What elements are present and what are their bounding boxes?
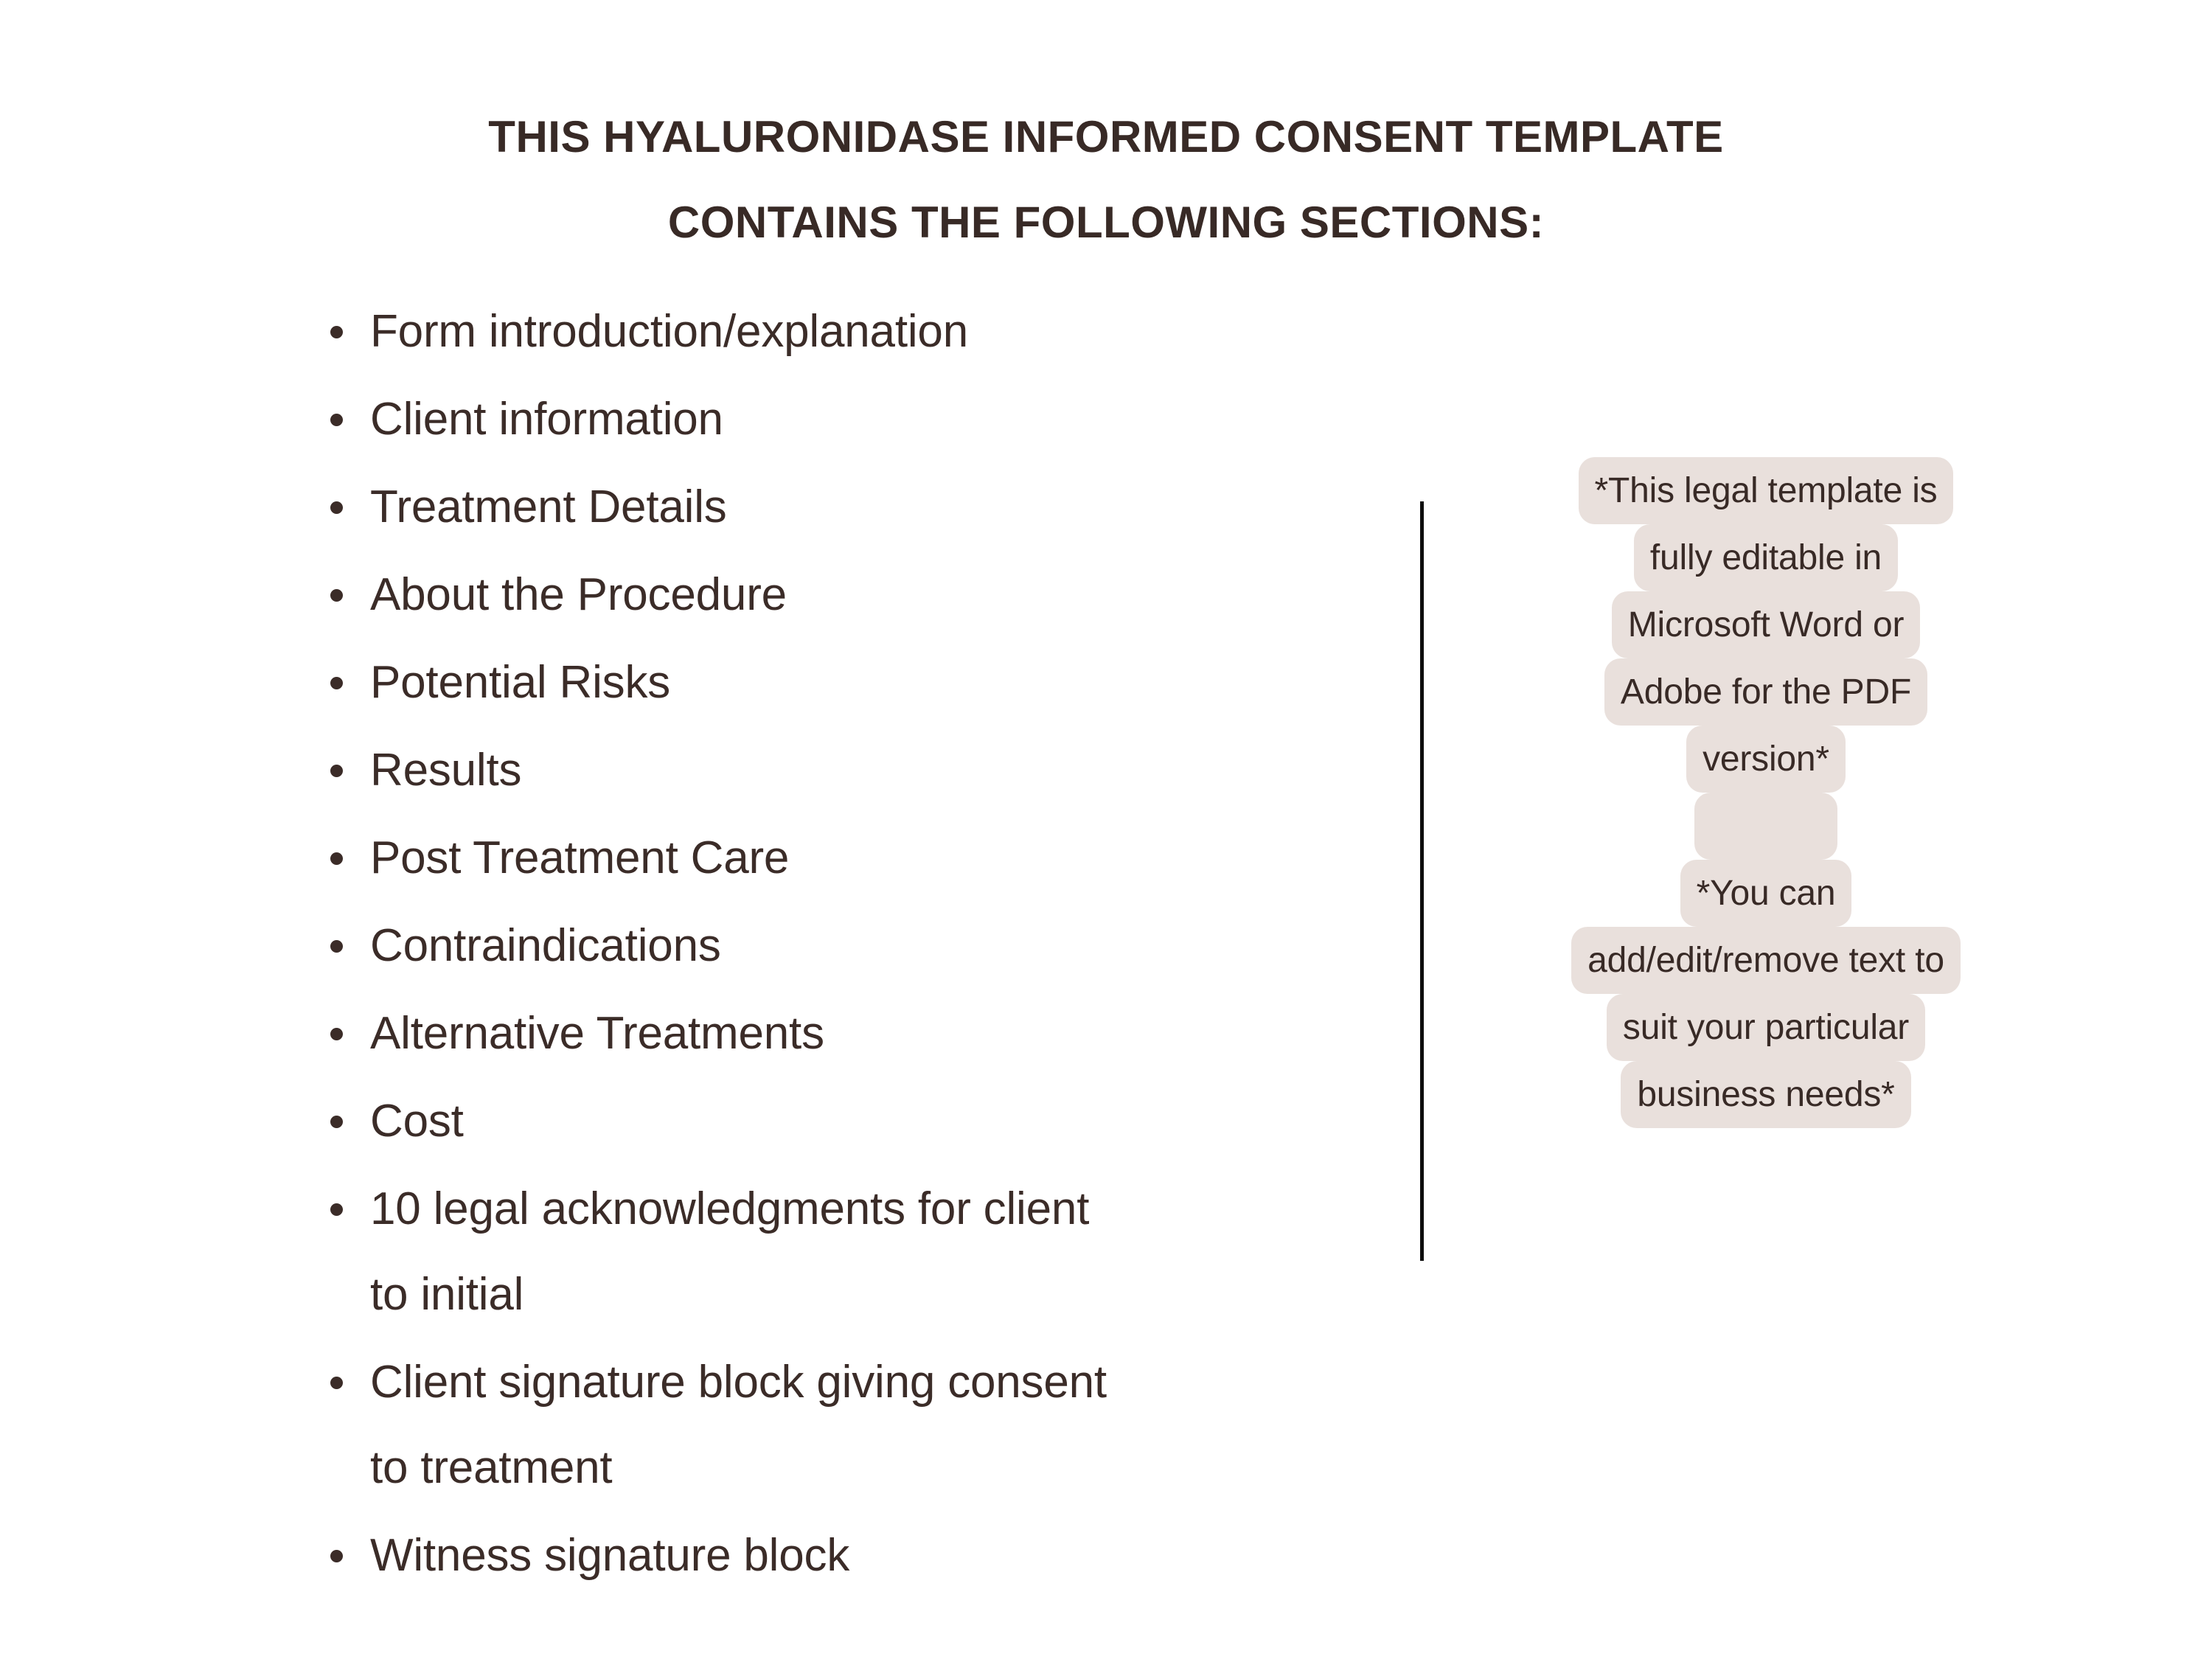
note-line: *You can bbox=[1467, 860, 2065, 927]
list-item-label: Contraindications bbox=[370, 920, 721, 971]
note-line-spacer-fill bbox=[1694, 793, 1837, 860]
bullet-icon bbox=[330, 1028, 343, 1040]
note-line-text: add/edit/remove text to bbox=[1571, 927, 1961, 994]
list-item: Form introduction/explanation bbox=[324, 289, 1371, 375]
list-item: Cost bbox=[324, 1079, 1371, 1164]
note-line: Adobe for the PDF bbox=[1467, 658, 2065, 726]
list-item-label: Treatment Details bbox=[370, 481, 727, 532]
note-line: version* bbox=[1467, 726, 2065, 793]
note-line-text: *You can bbox=[1680, 860, 1852, 927]
list-item: Witness signature block bbox=[324, 1513, 1371, 1599]
page-title-line-2: CONTAINS THE FOLLOWING SECTIONS: bbox=[667, 198, 1545, 247]
list-item-label-continued: to treatment bbox=[370, 1442, 613, 1493]
note-line: Microsoft Word or bbox=[1467, 591, 2065, 658]
list-item-label: Alternative Treatments bbox=[370, 1008, 824, 1059]
list-item: Client information bbox=[324, 377, 1371, 462]
list-item-label: Client signature block giving consent bbox=[370, 1357, 1107, 1408]
bullet-icon bbox=[330, 501, 343, 514]
bullet-icon bbox=[330, 1550, 343, 1562]
note-line-text: fully editable in bbox=[1633, 524, 1899, 591]
list-item: Post Treatment Care bbox=[324, 815, 1371, 901]
note-line: suit your particular bbox=[1467, 994, 2065, 1061]
bullet-icon bbox=[330, 1377, 343, 1389]
list-item-label: Witness signature block bbox=[370, 1530, 850, 1581]
list-item-label: About the Procedure bbox=[370, 569, 787, 620]
list-item-label: 10 legal acknowledgments for client bbox=[370, 1183, 1090, 1234]
bullet-icon bbox=[330, 326, 343, 338]
vertical-divider bbox=[1420, 501, 1424, 1261]
list-item-label: Form introduction/explanation bbox=[370, 306, 968, 357]
bullet-icon bbox=[330, 1203, 343, 1216]
bullet-icon bbox=[330, 589, 343, 602]
list-item-label: Client information bbox=[370, 394, 723, 445]
list-item: Client signature block giving consent to… bbox=[324, 1340, 1371, 1511]
bullet-icon bbox=[330, 852, 343, 865]
template-sections-list: Form introduction/explanation Client inf… bbox=[324, 289, 1371, 1601]
note-line-text: Microsoft Word or bbox=[1611, 591, 1921, 658]
page-title-line-1: THIS HYALURONIDASE INFORMED CONSENT TEMP… bbox=[488, 112, 1724, 161]
bullet-icon bbox=[330, 677, 343, 689]
list-item: 10 legal acknowledgments for client to i… bbox=[324, 1166, 1371, 1338]
list-item: Alternative Treatments bbox=[324, 991, 1371, 1077]
list-item-label: Post Treatment Care bbox=[370, 832, 790, 883]
list-item: Contraindications bbox=[324, 903, 1371, 989]
note-line: fully editable in bbox=[1467, 524, 2065, 591]
note-line-spacer bbox=[1467, 793, 2065, 860]
note-line: add/edit/remove text to bbox=[1467, 927, 2065, 994]
note-line: business needs* bbox=[1467, 1061, 2065, 1128]
list-item-label: Cost bbox=[370, 1096, 464, 1147]
list-item-label: Potential Risks bbox=[370, 657, 671, 708]
note-line-text: version* bbox=[1686, 726, 1846, 793]
note-line-text: suit your particular bbox=[1606, 994, 1926, 1061]
list-item-label: Results bbox=[370, 745, 522, 796]
page-title: THIS HYALURONIDASE INFORMED CONSENT TEMP… bbox=[0, 94, 2212, 265]
bullet-icon bbox=[330, 414, 343, 426]
note-line-text: Adobe for the PDF bbox=[1604, 658, 1928, 726]
list-item: About the Procedure bbox=[324, 552, 1371, 638]
list-item: Potential Risks bbox=[324, 640, 1371, 726]
note-line-text: *This legal template is bbox=[1578, 457, 1954, 524]
bullet-icon bbox=[330, 1116, 343, 1128]
list-item: Results bbox=[324, 728, 1371, 813]
note-line: *This legal template is bbox=[1467, 457, 2065, 524]
bullet-icon bbox=[330, 940, 343, 953]
bullet-icon bbox=[330, 765, 343, 777]
list-item: Treatment Details bbox=[324, 465, 1371, 550]
list-item-label-continued: to initial bbox=[370, 1269, 524, 1320]
note-line-text: business needs* bbox=[1621, 1061, 1911, 1128]
editable-template-note: *This legal template is fully editable i… bbox=[1467, 457, 2065, 1128]
